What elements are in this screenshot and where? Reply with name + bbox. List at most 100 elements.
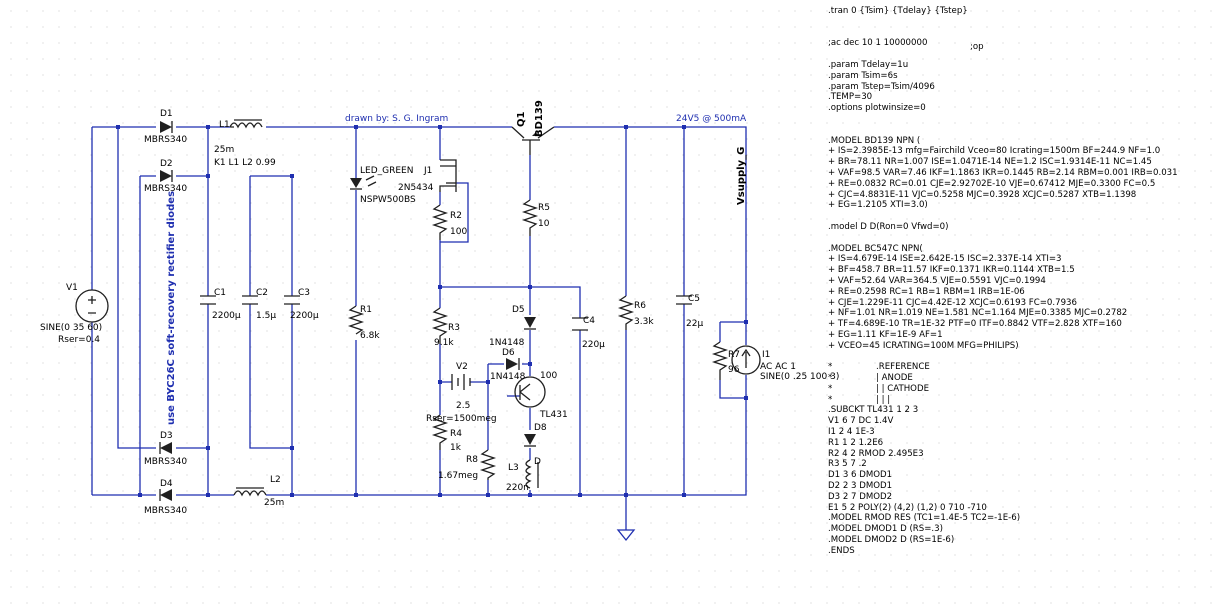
r8-name: R8 xyxy=(466,455,478,465)
wires xyxy=(91,126,747,530)
q1-transistor-symbol xyxy=(511,126,555,155)
r5-value: 10 xyxy=(538,219,550,229)
d1-name: D1 xyxy=(160,109,173,119)
vsupply-net-label: Vsupply_G xyxy=(736,147,747,205)
subckt-line: E1 5 2 POLY(2) (4,2) (1,2) 0 710 -710 xyxy=(828,502,987,513)
v2-value: 2.5 xyxy=(456,401,470,411)
v1-value: SINE(0 35 60) xyxy=(40,323,102,333)
d4-model: MBRS340 xyxy=(144,506,187,516)
d2-name: D2 xyxy=(160,159,173,169)
tl431-name: TL431 xyxy=(539,410,568,420)
d6-model-top: 1N4148 xyxy=(489,338,525,348)
model-line: + TF=4.689E-10 TR=1E-32 PTF=0 ITF=0.8842… xyxy=(828,319,1122,330)
model-line: + BF=458.7 BR=11.57 IKF=0.1371 IKR=0.114… xyxy=(828,265,1075,276)
led-symbol xyxy=(350,175,377,190)
l1-inductor-symbol xyxy=(229,119,263,129)
d3-model: MBRS340 xyxy=(144,457,187,467)
param-line: .param Tdelay=1u xyxy=(828,59,909,70)
v2-name: V2 xyxy=(456,362,468,372)
r5-name: R5 xyxy=(538,203,550,213)
r6-name: R6 xyxy=(634,301,646,311)
k1-coupling: K1 L1 L2 0.99 xyxy=(214,158,276,168)
c5-capacitor-symbol xyxy=(676,295,692,305)
j1-jfet-symbol xyxy=(439,159,457,192)
d6-model: 1N4148 xyxy=(490,372,526,382)
model-line: .MODEL BC547C NPN( xyxy=(828,243,923,254)
r7-resistor-symbol xyxy=(711,341,729,380)
r4-name: R4 xyxy=(450,429,462,439)
v2-rser: Rser=1500meg xyxy=(426,414,497,424)
model-line: + EG=1.11 KF=1E-9 AF=1 xyxy=(828,329,943,340)
spice-directives: .tran 0 {Tsim} {Tdelay} {Tstep} ;ac dec … xyxy=(828,6,1178,557)
led-model: NSPW500BS xyxy=(360,195,416,205)
l2-name: L2 xyxy=(270,475,281,485)
model-line: + BR=78.11 NR=1.007 ISE=1.0471E-14 NE=1.… xyxy=(828,157,1152,168)
r5-resistor-symbol xyxy=(521,199,539,236)
model-line: + IS=2.3985E-13 mfg=Fairchild Vceo=80 Ic… xyxy=(828,146,1161,157)
d1-diode-symbol xyxy=(160,121,173,133)
c5-name: C5 xyxy=(688,294,700,304)
i1-value: AC AC 1 xyxy=(760,362,796,372)
subckt-line: .MODEL RMOD RES (TC1=1.4E-5 TC2=-1E-6) xyxy=(828,513,1021,524)
l3-value: 220n xyxy=(506,483,529,493)
param-line: .param Tstep=Tsim/4096 xyxy=(828,81,935,92)
subckt-line: R1 1 2 1.2E6 xyxy=(828,437,884,448)
c4-capacitor-symbol xyxy=(572,317,588,331)
rectifier-note: use BYC26C soft-recovery rectifier diode… xyxy=(166,191,177,425)
d2-diode-symbol xyxy=(160,170,173,182)
l1-value: 25m xyxy=(214,145,234,155)
tran-directive: .tran 0 {Tsim} {Tdelay} {Tstep} xyxy=(828,6,968,16)
c2-value: 1.5µ xyxy=(256,311,276,321)
op-directive: ;op xyxy=(970,42,984,52)
d2-model: MBRS340 xyxy=(144,184,187,194)
subckt-line: .MODEL DMOD1 D (RS=.3) xyxy=(828,524,943,535)
r2-value: 100 xyxy=(450,227,467,237)
d8-name: D8 xyxy=(534,423,547,433)
subckt-line: * .REFERENCE xyxy=(828,362,930,373)
d3-diode-symbol xyxy=(159,442,172,454)
r2-name: R2 xyxy=(450,211,462,221)
c5-value: 22µ xyxy=(686,319,703,329)
r1-resistor-symbol xyxy=(347,305,365,335)
r3-name: R3 xyxy=(448,323,460,333)
junctions xyxy=(116,125,748,497)
subckt-line: .MODEL DMOD2 D (RS=1E-6) xyxy=(828,535,955,546)
r4-resistor-symbol xyxy=(431,414,449,450)
c4-name: C4 xyxy=(583,316,595,326)
q1-name: Q1 xyxy=(516,111,527,127)
model-line: + CJC=4.8831E-11 VJC=0.5258 MJC=0.3928 X… xyxy=(828,189,1137,200)
subckt-line: D1 3 6 DMOD1 xyxy=(828,470,893,481)
model-line: + VCEO=45 ICRATING=100M MFG=PHILIPS) xyxy=(828,340,1019,351)
d3-name: D3 xyxy=(160,431,173,441)
c1-capacitor-symbol xyxy=(200,295,216,305)
r7-value: 96 xyxy=(728,365,740,375)
d1-model: MBRS340 xyxy=(144,135,187,145)
r7-name: R7 xyxy=(728,350,740,360)
subckt-line: D3 2 7 DMOD2 xyxy=(828,491,893,502)
l3-inductor-symbol xyxy=(525,459,539,489)
subckt-line: * | ANODE xyxy=(828,373,913,384)
subckt-line: R2 4 2 RMOD 2.495E3 xyxy=(828,448,924,459)
j1-model: 2N5434 xyxy=(398,183,434,193)
d6-diode-symbol xyxy=(506,358,520,370)
d4-diode-symbol xyxy=(159,489,172,501)
subckt-line: * | | CATHODE xyxy=(828,383,929,394)
c4-value: 220µ xyxy=(582,340,605,350)
l1-name: L1 xyxy=(219,120,230,130)
r8-value: 1.67meg xyxy=(438,471,478,481)
d5-name: D5 xyxy=(512,305,525,315)
r4-value: 1k xyxy=(450,443,462,453)
model-line: + RE=0.2598 RC=1 RB=1 RBM=1 IRB=1E-06 xyxy=(828,286,1025,297)
c1-value: 2200µ xyxy=(212,311,241,321)
tl431-value: 100 xyxy=(540,371,557,381)
v1-name: V1 xyxy=(66,283,78,293)
r6-resistor-symbol xyxy=(617,295,635,330)
v2-source-symbol xyxy=(451,374,471,390)
model-line: + NF=1.01 NR=1.019 NE=1.581 NC=1.164 MJE… xyxy=(828,308,1128,319)
drawn-by-label: drawn by: S. G. Ingram xyxy=(345,114,448,124)
i1-name: I1 xyxy=(762,350,770,360)
i1-extra: SINE(0 .25 100 3) xyxy=(760,372,839,382)
ground-symbol xyxy=(616,529,636,542)
subckt-line: .SUBCKT TL431 1 2 3 xyxy=(828,405,919,416)
